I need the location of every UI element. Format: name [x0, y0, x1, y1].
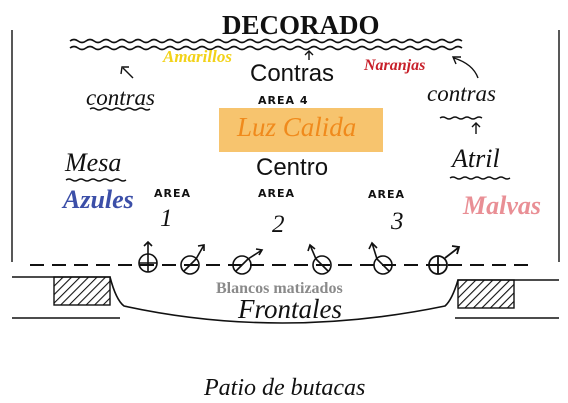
decor-backdrop-wavy-line-1 — [69, 38, 463, 44]
spotlight-icon — [232, 248, 264, 275]
centro-label: Centro — [256, 154, 329, 181]
decorado-title: DECORADO — [222, 10, 380, 40]
area-2-number: 2 — [272, 211, 285, 238]
area-1-number: 1 — [160, 205, 173, 232]
luz-calida-highlight-box — [219, 108, 383, 152]
malvas-label: Malvas — [463, 191, 541, 220]
spotlight-icon — [180, 244, 205, 275]
frontales-label: Frontales — [238, 294, 342, 324]
decor-backdrop-wavy-line-2 — [69, 45, 463, 51]
arrow-up-left-icon — [451, 56, 479, 79]
contras-right-label: contras — [427, 81, 496, 106]
forestage-outline — [12, 276, 559, 324]
mesa-underline — [65, 178, 127, 182]
luz-calida-label: Luz Calida — [237, 112, 357, 142]
contras-left-label: contras — [86, 85, 155, 110]
amarillos-label: Amarillos — [163, 47, 232, 66]
contras-top-label: Contras — [250, 60, 335, 87]
arrow-up-left-icon — [120, 66, 134, 79]
arrow-up-icon — [304, 50, 314, 60]
left-hatched-block — [53, 276, 111, 306]
spotlight-icon — [138, 240, 158, 273]
atril-label: Atril — [452, 144, 500, 173]
atril-underline — [449, 176, 511, 180]
contras-left-underline — [89, 107, 151, 111]
contras-right-underline — [439, 116, 483, 120]
naranjas-label: Naranjas — [364, 57, 426, 74]
area-2-label: AREA — [258, 187, 296, 200]
mesa-label: Mesa — [65, 148, 122, 177]
patio-de-butacas-label: Patio de butacas — [204, 375, 366, 401]
area-3-label: AREA — [368, 188, 406, 201]
blancos-matizados-label: Blancos matizados — [216, 280, 343, 297]
spotlight-icon — [368, 241, 393, 275]
area-3-number: 3 — [391, 208, 404, 235]
spotlight-icon — [307, 243, 332, 275]
area-4-label: AREA 4 — [258, 94, 309, 107]
right-hatched-block — [457, 279, 515, 309]
spotlight-icon — [428, 245, 461, 275]
area-1-label: AREA — [154, 187, 192, 200]
arrow-up-icon — [471, 122, 481, 134]
azules-label: Azules — [63, 185, 134, 214]
